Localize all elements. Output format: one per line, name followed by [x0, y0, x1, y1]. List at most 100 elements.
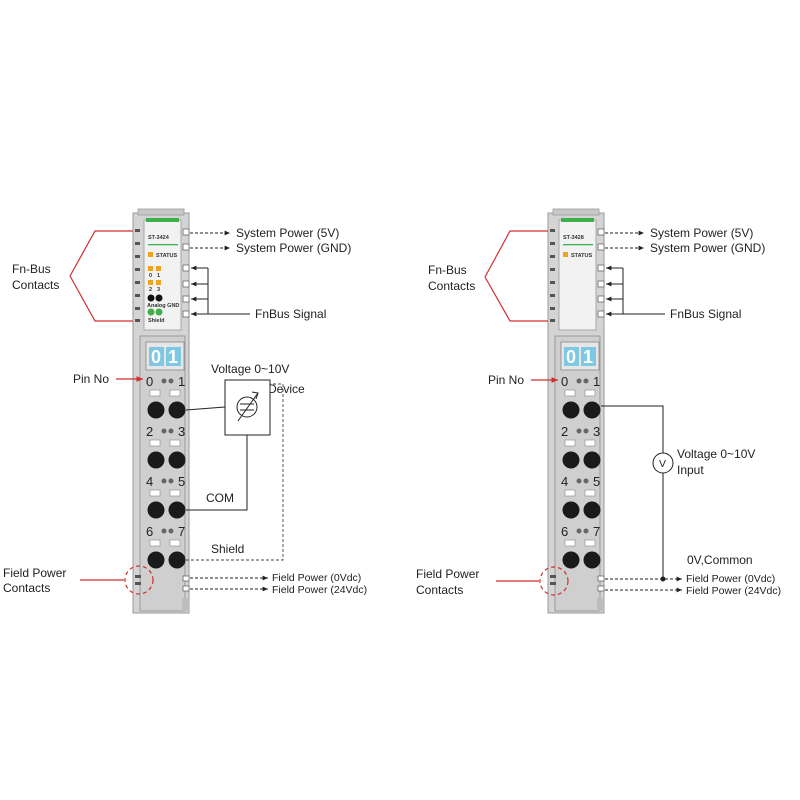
system-power-gnd-label: System Power (GND) — [650, 241, 765, 255]
label-panel — [558, 219, 597, 331]
left-system-power: System Power (5V) System Power (GND) — [190, 226, 351, 255]
analog-gnd-dot-1 — [147, 294, 155, 302]
fnbus-signal-label: FnBus Signal — [670, 307, 741, 321]
tag-digit-1: 1 — [168, 347, 178, 367]
left-pin-no: Pin No — [73, 372, 143, 386]
module-model-label: ST-3424 — [148, 235, 170, 241]
led-label-0: 0 — [149, 273, 152, 279]
voltage-label-2: Input — [677, 463, 704, 477]
shield-dot-1 — [147, 308, 155, 316]
right-fnbus-signal: FnBus Signal — [606, 265, 741, 321]
device-label: Device — [268, 382, 305, 396]
tag-digit-0: 0 — [151, 347, 161, 367]
pin-label-5: 5 — [178, 474, 185, 489]
fnbus-contacts — [135, 229, 140, 322]
voltmeter-symbol: V — [659, 458, 666, 470]
led-1 — [156, 266, 161, 271]
module-st-3428: ST-3428 STATUS 0 1 0 — [547, 208, 605, 614]
pin-label-3: 3 — [178, 424, 185, 439]
pin-label-2: 2 — [146, 424, 153, 439]
fnbus-contacts-label-2: Contacts — [428, 279, 475, 293]
pin-label-2: 2 — [561, 424, 568, 439]
common-label: 0V,Common — [687, 553, 753, 567]
tag-0 — [149, 347, 164, 366]
right-edge-sockets — [182, 228, 190, 318]
potentiometer-icon — [236, 391, 259, 422]
pin-label-3: 3 — [593, 424, 600, 439]
fnbus-contacts-label-2: Contacts — [12, 278, 59, 292]
pin-label-7: 7 — [178, 524, 185, 539]
field-power-0v-label: Field Power (0Vdc) — [272, 572, 361, 584]
status-green-strip — [561, 218, 594, 222]
status-label: STATUS — [156, 253, 178, 259]
terminal-rows: 0 1 2 3 4 5 6 7 — [561, 374, 601, 569]
right-edge-sockets — [597, 228, 605, 318]
led-2 — [148, 280, 153, 285]
field-power-contacts-label-2: Contacts — [3, 581, 50, 595]
field-power-contacts-label-1: Field Power — [3, 566, 66, 580]
module-model-label: ST-3428 — [563, 235, 584, 241]
field-power-contacts-label-1: Field Power — [416, 567, 479, 581]
status-led — [563, 252, 568, 257]
voltage-label: Voltage 0~10V — [211, 362, 289, 376]
module-top-lip — [137, 208, 185, 216]
status-led — [148, 252, 153, 257]
com-label: COM — [206, 491, 234, 505]
left-device-wiring: Voltage 0~10V Device COM Shield — [185, 362, 305, 561]
status-green-strip — [146, 218, 179, 222]
right-system-power: System Power (5V) System Power (GND) — [605, 226, 765, 255]
field-power-contacts-label-2: Contacts — [416, 583, 463, 597]
fnbus-signal-label: FnBus Signal — [255, 307, 326, 321]
pin-label-1: 1 — [593, 374, 600, 389]
pin-label-5: 5 — [593, 474, 600, 489]
system-power-gnd-label: System Power (GND) — [236, 241, 351, 255]
led-label-3: 3 — [157, 287, 160, 293]
pin-label-6: 6 — [146, 524, 153, 539]
analog-gnd-label: Analog GND — [147, 303, 179, 309]
model-underline — [563, 244, 593, 246]
tag-digit-1: 1 — [583, 347, 593, 367]
analog-gnd-dot-2 — [155, 294, 163, 302]
shield-label: Shield — [148, 318, 165, 324]
led-label-1: 1 — [157, 273, 160, 279]
right-voltage-wiring: V Voltage 0~10V Input 0V,Common — [601, 405, 755, 582]
right-fnbus-callout: Fn-Bus Contacts — [428, 230, 548, 322]
pin-label-4: 4 — [561, 474, 568, 489]
fnbus-contacts-label-1: Fn-Bus — [428, 263, 467, 277]
fnbus-contacts — [550, 229, 555, 322]
left-field-power: Field Power Contacts Field Power (0Vdc) … — [3, 565, 367, 596]
field-power-24v-label: Field Power (24Vdc) — [272, 584, 367, 596]
shield-dot-2 — [155, 308, 163, 316]
tag-0 — [564, 347, 579, 366]
right-pin-no: Pin No — [488, 373, 558, 387]
fnbus-contacts-label-1: Fn-Bus — [12, 262, 51, 276]
shield-wire-label: Shield — [211, 542, 244, 556]
pin-label-0: 0 — [146, 374, 153, 389]
field-power-24v-label: Field Power (24Vdc) — [686, 585, 781, 597]
module-st-3424: ST-3424 STATUS 0 1 2 3 Analog GND Shield — [132, 208, 190, 614]
pin-no-label: Pin No — [488, 373, 524, 387]
terminal-rows: 0 1 2 3 4 5 6 7 — [146, 374, 186, 569]
pin-label-4: 4 — [146, 474, 153, 489]
field-power-0v-label: Field Power (0Vdc) — [686, 573, 775, 585]
left-fnbus-signal: FnBus Signal — [191, 265, 326, 321]
led-label-2: 2 — [149, 287, 152, 293]
tag-digit-0: 0 — [566, 347, 576, 367]
tag-1 — [166, 347, 181, 366]
system-power-5v-label: System Power (5V) — [650, 226, 753, 240]
pin-no-label: Pin No — [73, 372, 109, 386]
right-field-power: Field Power Contacts Field Power (0Vdc) … — [416, 566, 781, 597]
status-label: STATUS — [571, 253, 593, 259]
led-3 — [156, 280, 161, 285]
tag-1 — [581, 347, 596, 366]
left-fnbus-callout: Fn-Bus Contacts — [12, 230, 133, 322]
led-0 — [148, 266, 153, 271]
pin-label-7: 7 — [593, 524, 600, 539]
system-power-5v-label: System Power (5V) — [236, 226, 339, 240]
pin-label-6: 6 — [561, 524, 568, 539]
pin-label-1: 1 — [178, 374, 185, 389]
module-top-lip — [552, 208, 600, 216]
voltage-label-1: Voltage 0~10V — [677, 447, 755, 461]
